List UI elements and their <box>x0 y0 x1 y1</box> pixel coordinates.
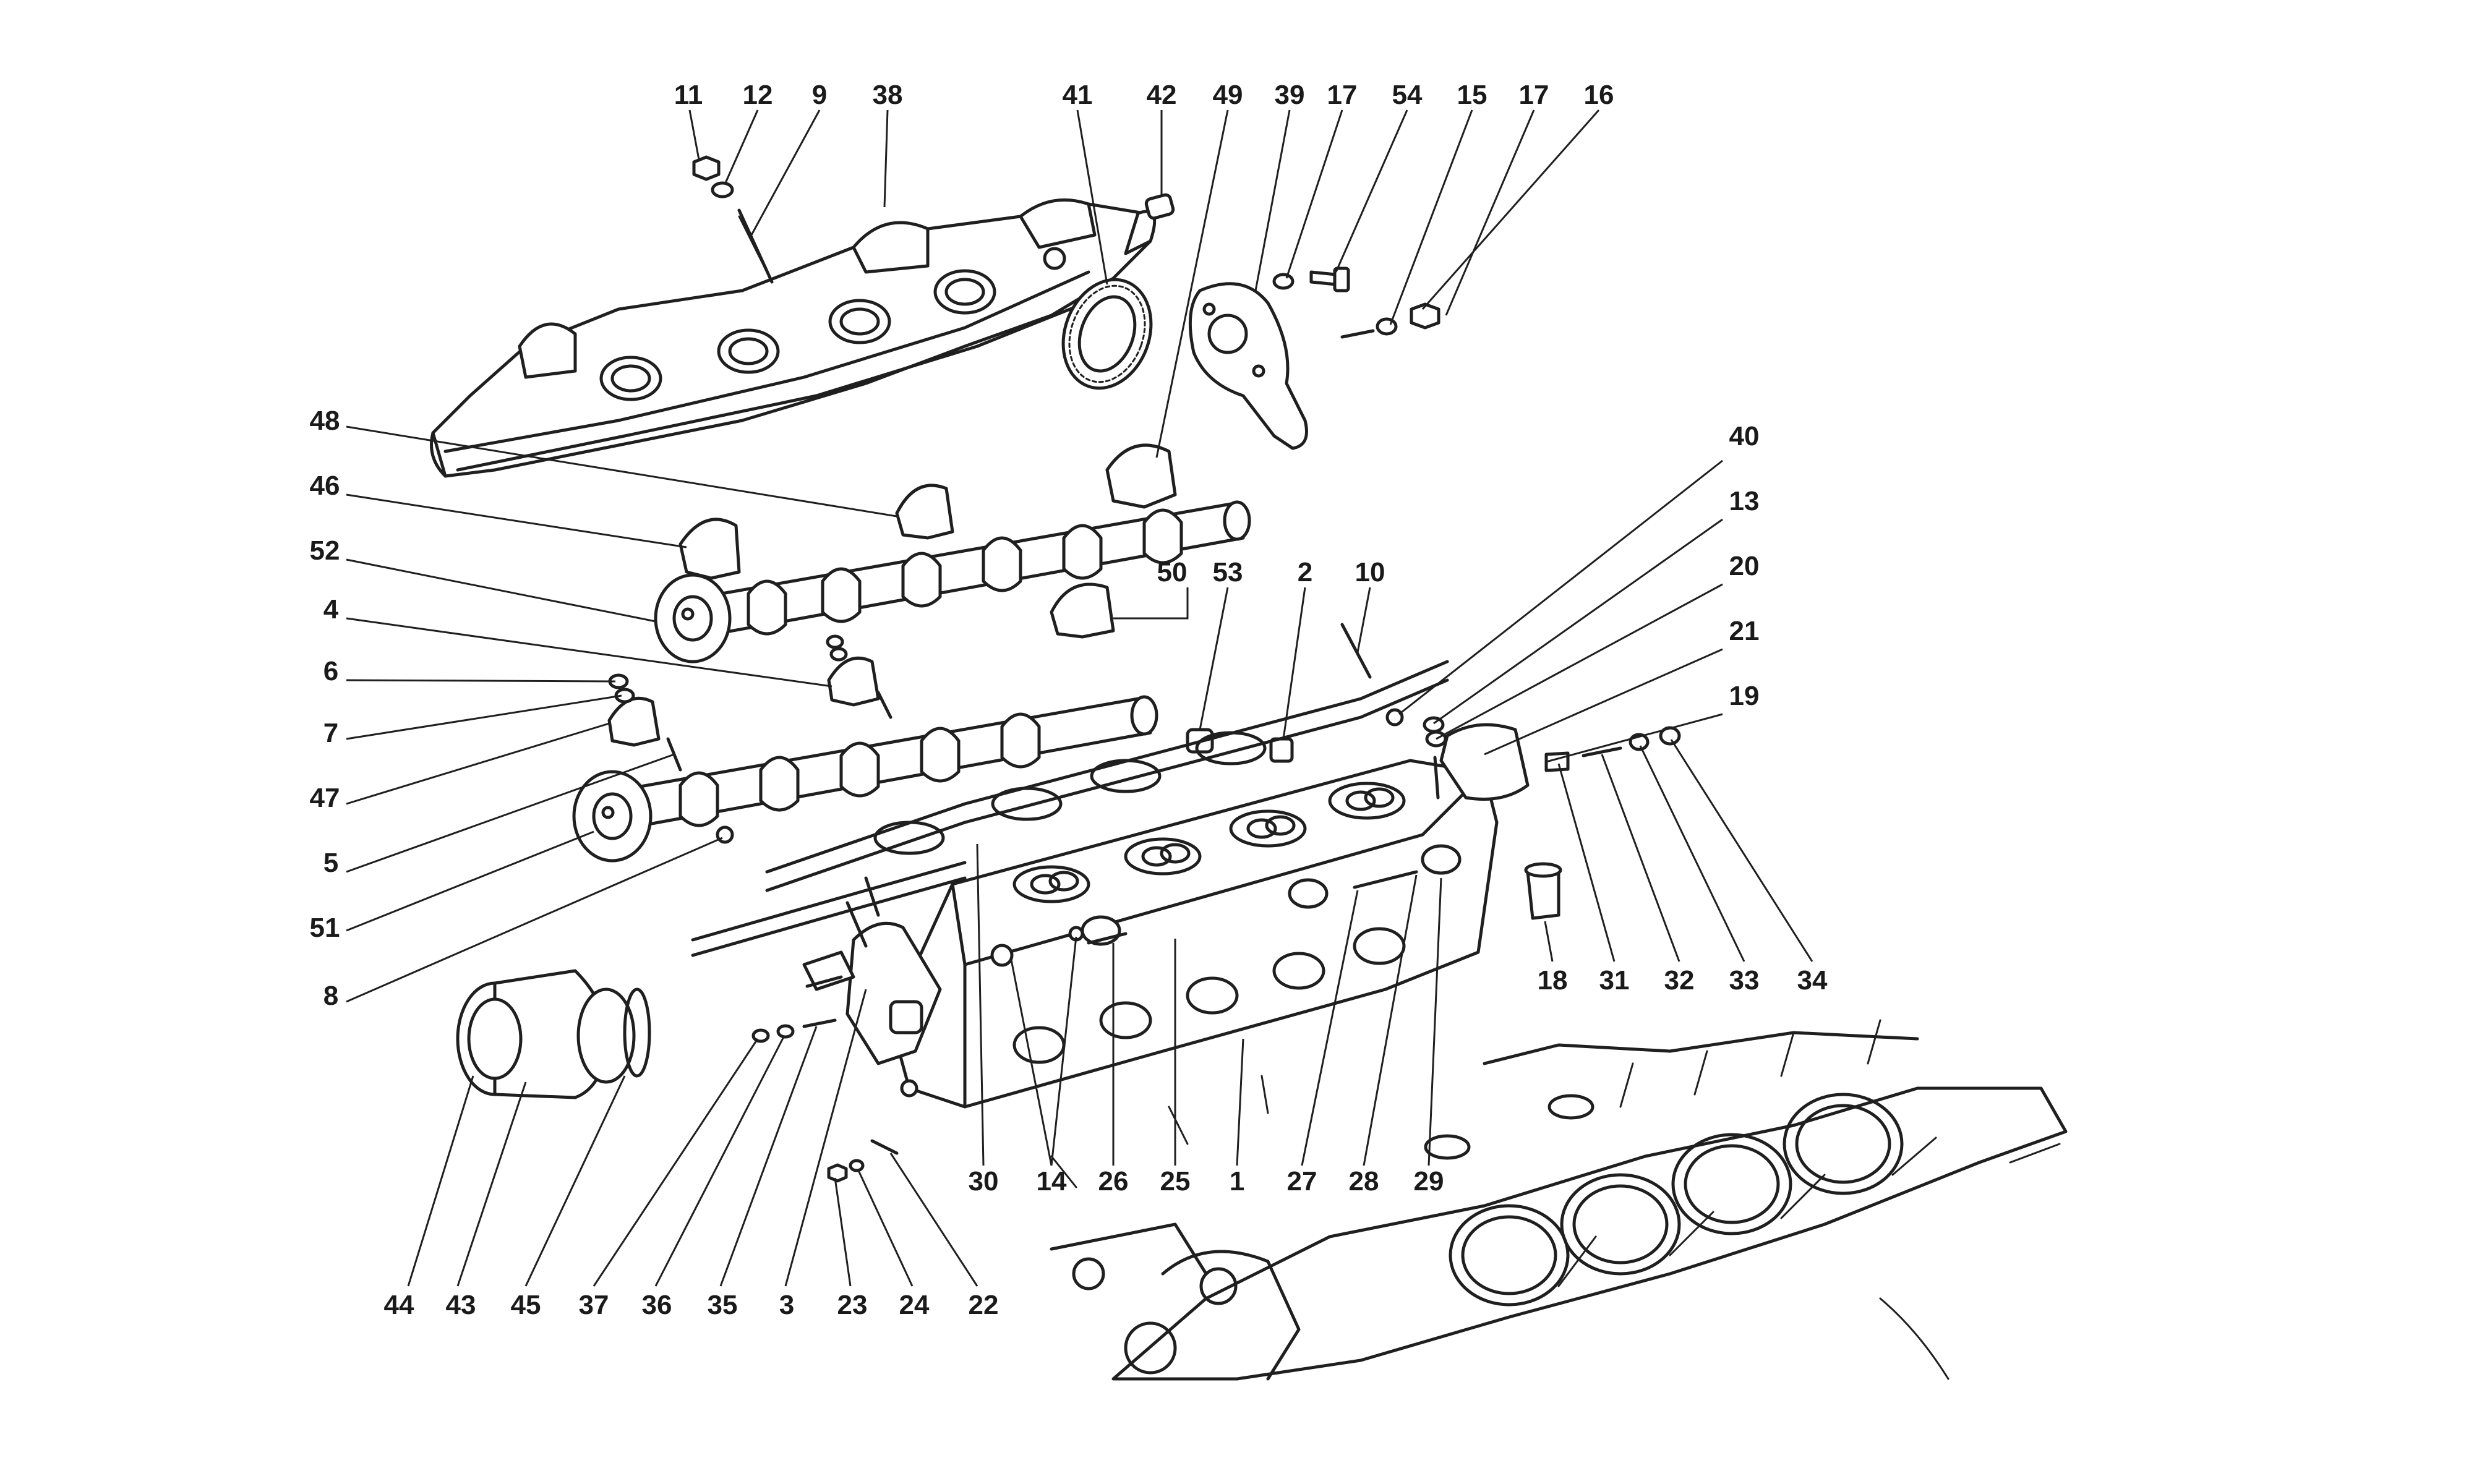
callout-6: 6 <box>323 656 338 686</box>
callout-27: 27 <box>1287 1166 1317 1196</box>
bearing-caps <box>607 443 1177 747</box>
cylinder-head <box>889 759 1499 1109</box>
leader-lines <box>346 109 1813 1287</box>
callout-33: 33 <box>1729 965 1760 996</box>
callout-45: 45 <box>511 1290 541 1320</box>
callout-53: 53 <box>1213 557 1243 587</box>
callout-37: 37 <box>579 1290 609 1320</box>
callout-31: 31 <box>1599 965 1630 996</box>
callout-13: 13 <box>1729 486 1760 516</box>
callout-34: 34 <box>1797 965 1828 996</box>
manifold-gasket-lower <box>691 861 967 957</box>
callout-44: 44 <box>384 1290 414 1320</box>
callout-21: 21 <box>1729 616 1760 646</box>
callout-23: 23 <box>837 1290 868 1320</box>
callout-36: 36 <box>642 1290 672 1320</box>
distributor-cover <box>1188 282 1308 450</box>
callout-11: 11 <box>674 80 703 110</box>
callout-15: 15 <box>1457 80 1487 110</box>
callout-20: 20 <box>1729 551 1760 581</box>
callout-30: 30 <box>969 1166 999 1196</box>
callout-12: 12 <box>743 80 773 110</box>
callout-4: 4 <box>323 594 339 625</box>
callout-labels: 11 12 9 38 41 42 49 39 17 54 15 17 16 40… <box>310 80 1828 1320</box>
callout-41: 41 <box>1063 80 1093 110</box>
gasket-ring <box>1061 278 1153 390</box>
callout-48: 48 <box>310 406 340 436</box>
callout-50: 50 <box>1157 557 1188 587</box>
seal-assembly <box>456 969 651 1099</box>
lower-camshaft <box>572 695 1158 863</box>
callout-2: 2 <box>1298 557 1312 587</box>
callout-47: 47 <box>310 783 340 813</box>
camshaft-cover <box>430 198 1157 478</box>
callout-17: 17 <box>1327 80 1358 110</box>
callout-52: 52 <box>310 535 340 566</box>
callout-35: 35 <box>708 1290 738 1320</box>
callout-18: 18 <box>1538 965 1568 996</box>
callout-38: 38 <box>873 80 903 110</box>
callout-24: 24 <box>899 1290 930 1320</box>
callout-1: 1 <box>1230 1166 1244 1196</box>
callout-54: 54 <box>1392 80 1423 110</box>
manifold-gasket-upper <box>765 660 1449 892</box>
callout-49: 49 <box>1213 80 1243 110</box>
callout-5: 5 <box>323 848 338 878</box>
callout-25: 25 <box>1160 1166 1191 1196</box>
callout-16: 16 <box>1584 80 1614 110</box>
callout-19: 19 <box>1729 681 1760 711</box>
callout-10: 10 <box>1355 557 1385 587</box>
callout-51: 51 <box>310 913 340 943</box>
callout-46: 46 <box>310 471 340 501</box>
callout-43: 43 <box>446 1290 476 1320</box>
callout-26: 26 <box>1098 1166 1129 1196</box>
front-housing <box>751 876 942 1183</box>
callout-8: 8 <box>323 981 338 1011</box>
callout-32: 32 <box>1664 965 1695 996</box>
callout-42: 42 <box>1147 80 1177 110</box>
callout-9: 9 <box>812 80 827 110</box>
upper-camshaft <box>654 500 1251 663</box>
callout-28: 28 <box>1349 1166 1379 1196</box>
top-small-parts <box>692 155 1440 450</box>
engine-block <box>1050 1019 2068 1381</box>
callout-40: 40 <box>1729 421 1760 451</box>
callout-29: 29 <box>1414 1166 1444 1196</box>
callout-14: 14 <box>1037 1166 1067 1196</box>
callout-3: 3 <box>779 1290 794 1320</box>
callout-17-b: 17 <box>1519 80 1549 110</box>
callout-22: 22 <box>969 1290 999 1320</box>
water-outlet <box>1423 716 1681 920</box>
callout-39: 39 <box>1275 80 1305 110</box>
callout-7: 7 <box>323 718 338 748</box>
